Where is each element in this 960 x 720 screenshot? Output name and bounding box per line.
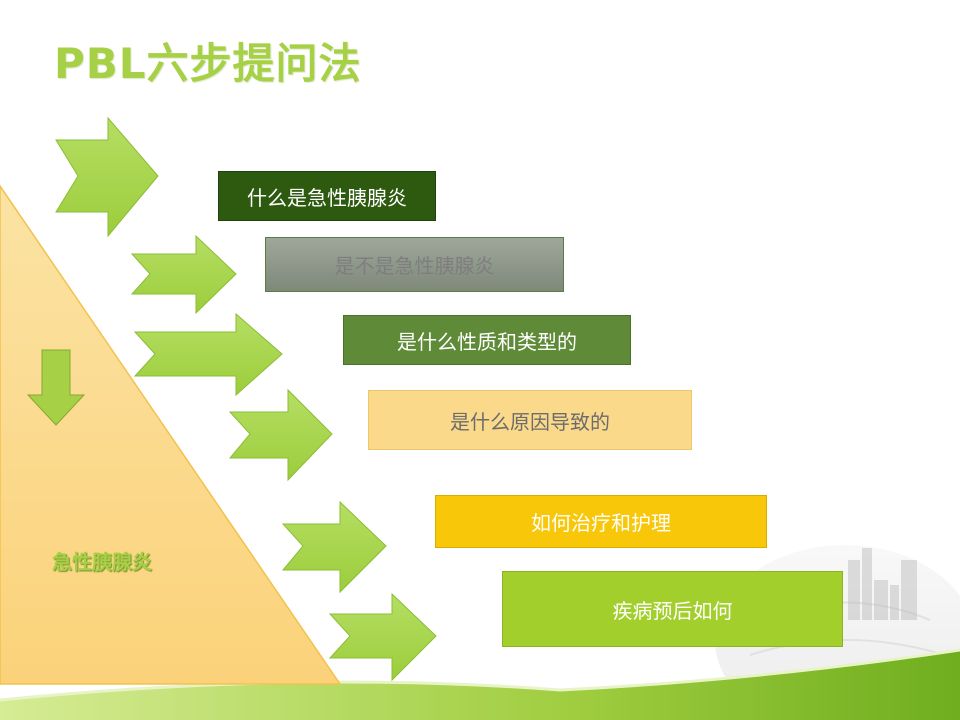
down-arrow-icon xyxy=(26,349,86,426)
step-box-1: 什么是急性胰腺炎 xyxy=(218,171,436,221)
step-box-6: 疾病预后如何 xyxy=(502,571,843,647)
right-arrow-icon-3 xyxy=(133,312,283,397)
pyramid-triangle xyxy=(0,184,342,685)
right-arrow-icon-2 xyxy=(130,234,237,315)
right-arrow-icon-1 xyxy=(55,116,159,238)
right-arrow-icon-6 xyxy=(328,592,437,682)
step-box-3: 是什么性质和类型的 xyxy=(343,315,631,365)
step-box-4: 是什么原因导致的 xyxy=(368,390,692,450)
right-arrow-icon-4 xyxy=(228,388,333,482)
pyramid-label: 急性胰腺炎 xyxy=(52,550,152,574)
step-box-2: 是不是急性胰腺炎 xyxy=(265,237,564,292)
right-arrow-icon-5 xyxy=(281,500,387,594)
ground-swoosh xyxy=(0,648,960,720)
slide-title: PBL六步提问法 xyxy=(54,39,362,88)
city-skyline-icon xyxy=(848,548,917,620)
step-box-5: 如何治疗和护理 xyxy=(435,495,767,548)
